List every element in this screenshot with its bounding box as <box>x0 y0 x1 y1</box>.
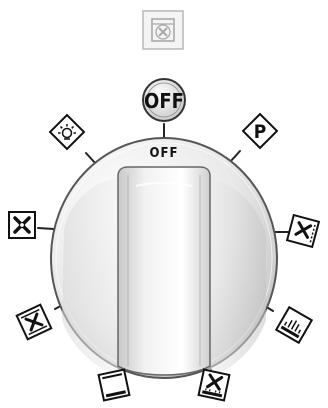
knob-grip[interactable] <box>118 167 210 375</box>
selector-knob[interactable] <box>51 138 277 378</box>
programs-p-label: P <box>254 121 267 143</box>
selector-position-fan-top-bottom[interactable] <box>17 305 52 340</box>
off-position-label: OFF <box>150 146 179 161</box>
off-button[interactable]: OFF <box>143 79 185 121</box>
selector-position-bottom-heat[interactable] <box>276 307 312 343</box>
selector-position-fan-grill[interactable] <box>287 215 319 247</box>
selector-position-conventional[interactable] <box>99 370 130 401</box>
selector-position-programs[interactable]: P <box>243 114 277 148</box>
selector-position-fan-bottom-heat[interactable] <box>199 370 230 401</box>
off-button-label: OFF <box>144 89 184 113</box>
top-indicator <box>143 11 183 49</box>
selector-position-fan[interactable] <box>9 212 35 238</box>
selector-position-light[interactable] <box>50 115 84 149</box>
